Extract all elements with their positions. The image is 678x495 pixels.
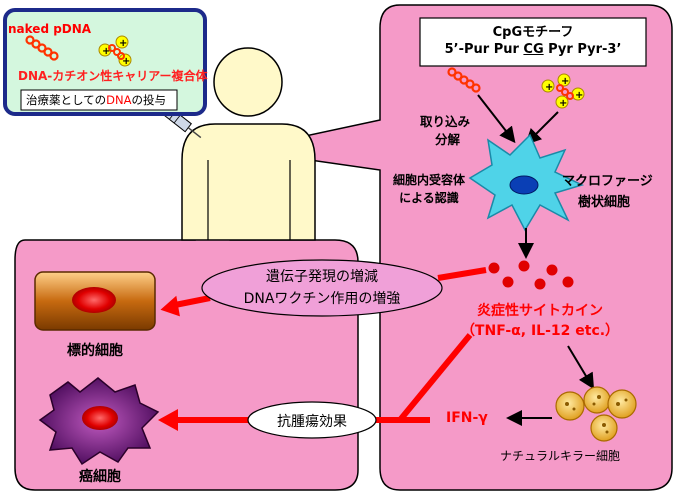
macrophage-icon bbox=[468, 133, 585, 232]
cancer-cell-label: 癌細胞 bbox=[79, 469, 121, 485]
cpg-seq-a: 5’-Pur Pur bbox=[444, 42, 524, 57]
svg-text:+: + bbox=[102, 46, 110, 57]
cancer-cell-icon bbox=[38, 377, 160, 466]
svg-text:+: + bbox=[575, 90, 583, 101]
therapy-prefix: 治療薬としての bbox=[26, 93, 107, 107]
nk-cell-icon bbox=[555, 386, 637, 442]
cpg-box bbox=[419, 17, 647, 67]
inset-box bbox=[3, 8, 207, 116]
cytokine-dots-icon bbox=[488, 260, 574, 290]
therapy-suffix: の投与 bbox=[131, 93, 166, 107]
uptake-label-2: 分解 bbox=[435, 132, 461, 147]
recognition-label-2: による認識 bbox=[399, 191, 459, 205]
dna-complex-icon: + + + bbox=[98, 35, 132, 67]
patient-figure bbox=[181, 47, 316, 241]
target-cell-icon bbox=[34, 271, 156, 331]
effects-label-1: 遺伝子発現の増減 bbox=[266, 269, 378, 285]
cpg-seq-b: Pyr Pyr-3’ bbox=[543, 42, 622, 57]
antitumor-label: 抗腫瘍効果 bbox=[277, 414, 347, 430]
cpg-sequence: 5’-Pur Pur CG Pyr Pyr-3’ bbox=[420, 42, 646, 57]
svg-text:+: + bbox=[119, 38, 127, 49]
ifn-gamma-label: IFN-γ bbox=[446, 410, 488, 426]
cytokine-label-2: （TNF-α, IL-12 etc.） bbox=[460, 323, 620, 339]
naked-pdna-label: naked pDNA bbox=[8, 22, 92, 36]
macrophage-label-1: マクロファージ bbox=[562, 174, 653, 189]
therapy-label: 治療薬としてのDNAの投与 bbox=[26, 92, 166, 108]
antitumor-oval bbox=[247, 401, 377, 439]
cpg-title: CpGモチーフ bbox=[492, 25, 574, 40]
macrophage-label-2: 樹状細胞 bbox=[578, 195, 631, 210]
recognition-label-1: 細胞内受容体 bbox=[392, 173, 465, 187]
nk-cell-label: ナチュラルキラー細胞 bbox=[500, 449, 621, 463]
effects-oval bbox=[201, 259, 443, 317]
plasmid-dna-icon bbox=[25, 35, 59, 61]
uptake-label-1: 取り込み bbox=[420, 114, 471, 129]
svg-text:+: + bbox=[561, 76, 569, 87]
svg-text:+: + bbox=[122, 56, 130, 67]
plasmid-dna-icon bbox=[447, 67, 481, 93]
svg-text:+: + bbox=[545, 82, 553, 93]
effects-label-2: DNAワクチン作用の増強 bbox=[243, 291, 401, 307]
complex-label: DNA-カチオン性キャリアー複合体 bbox=[18, 69, 208, 83]
target-cell-label: 標的細胞 bbox=[67, 343, 123, 359]
svg-text:+: + bbox=[559, 98, 567, 109]
dna-complex-icon: + + + + bbox=[541, 73, 585, 109]
cytokine-label-1: 炎症性サイトカイン bbox=[477, 303, 603, 319]
cpg-seq-cg: CG bbox=[523, 42, 544, 57]
therapy-dna: DNA bbox=[106, 93, 132, 107]
right-panel bbox=[239, 4, 673, 491]
